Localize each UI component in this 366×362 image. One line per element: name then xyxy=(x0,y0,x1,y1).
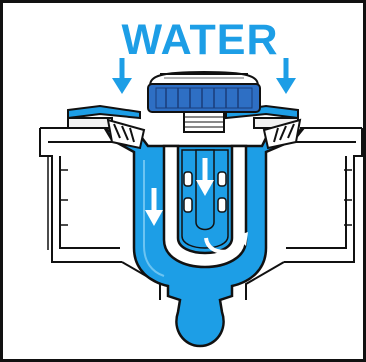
water-highlight xyxy=(143,160,165,277)
drain-grate xyxy=(147,70,261,113)
seal-left xyxy=(106,118,146,150)
inflow-right-arrow-icon xyxy=(276,58,296,94)
chamber-down-arrow-icon xyxy=(145,188,163,226)
u-trap xyxy=(162,144,248,269)
trap-down-arrow-icon xyxy=(196,158,214,196)
seal-right xyxy=(262,118,302,150)
threaded-neck xyxy=(183,111,225,133)
drain-outlet xyxy=(121,261,285,300)
inflow-left-arrow-icon xyxy=(112,58,132,94)
trap-curl-arrow-icon xyxy=(204,232,248,254)
diagram-title: WATER xyxy=(121,16,278,64)
drain-housing-right xyxy=(284,127,363,263)
